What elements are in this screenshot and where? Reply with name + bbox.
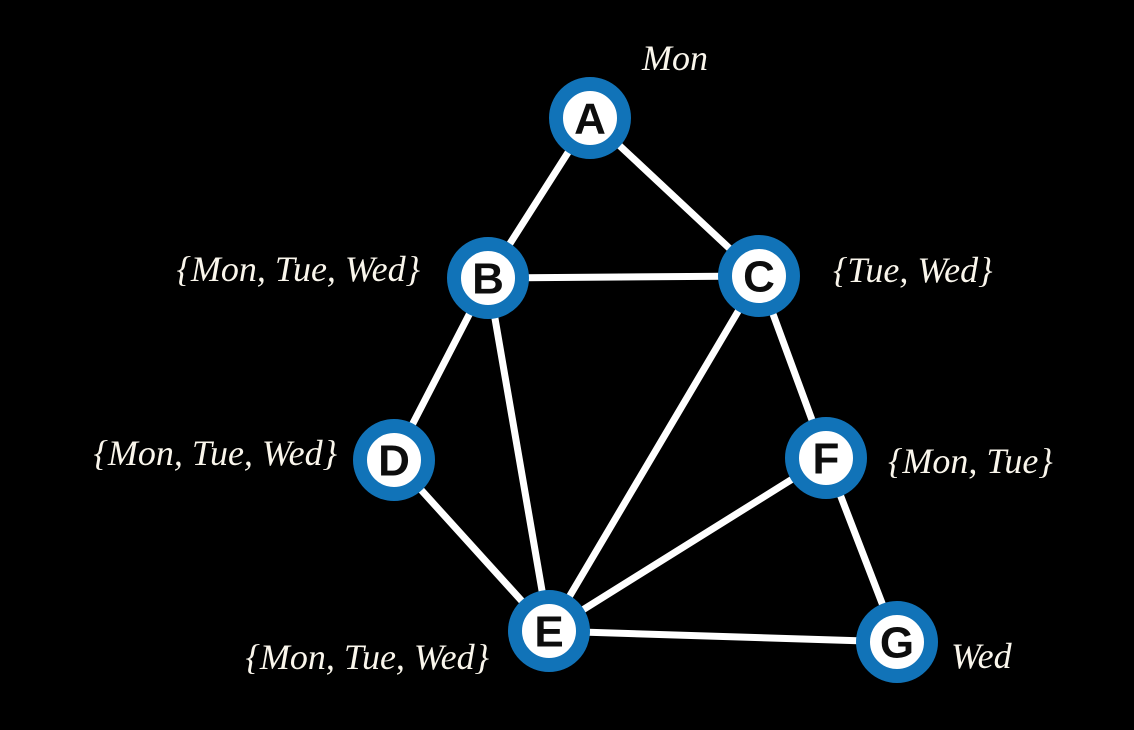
node-letter-c: C [743, 252, 775, 301]
node-circle-f [785, 417, 867, 499]
node-letter-d: D [378, 436, 410, 485]
label-group: Mon {Mon, Tue, Wed} {Tue, Wed} {Mon, Tue, W… [94, 38, 1054, 677]
node-e: E [508, 590, 590, 672]
node-b: B [447, 237, 529, 319]
node-f: F [785, 417, 867, 499]
edge-c-e [545, 272, 763, 635]
node-group: A B C D F E G [353, 77, 938, 683]
node-circle-a [549, 77, 631, 159]
node-letter-a: A [574, 94, 606, 143]
domain-label-d: {Mon, Tue, Wed} [94, 433, 338, 473]
domain-label-e: {Mon, Tue, Wed} [246, 637, 490, 677]
node-d: D [353, 419, 435, 501]
domain-label-c: {Tue, Wed} [833, 250, 993, 290]
edge-e-g [545, 627, 901, 646]
domain-label-b: {Mon, Tue, Wed} [177, 249, 421, 289]
edge-e-f [545, 454, 830, 635]
node-c: C [718, 235, 800, 317]
node-letter-f: F [813, 434, 840, 483]
node-circle-d [353, 419, 435, 501]
domain-label-g: Wed [951, 636, 1013, 676]
node-letter-g: G [880, 618, 914, 667]
node-letter-e: E [534, 607, 563, 656]
node-a: A [549, 77, 631, 159]
node-circle-c [718, 235, 800, 317]
node-circle-b [447, 237, 529, 319]
node-g: G [856, 601, 938, 683]
node-circle-e [508, 590, 590, 672]
edge-b-e [484, 274, 553, 635]
edge-b-c [484, 272, 763, 282]
node-circle-g [856, 601, 938, 683]
node-letter-b: B [472, 254, 504, 303]
domain-label-f: {Mon, Tue} [888, 441, 1053, 481]
domain-label-a: Mon [641, 38, 708, 78]
